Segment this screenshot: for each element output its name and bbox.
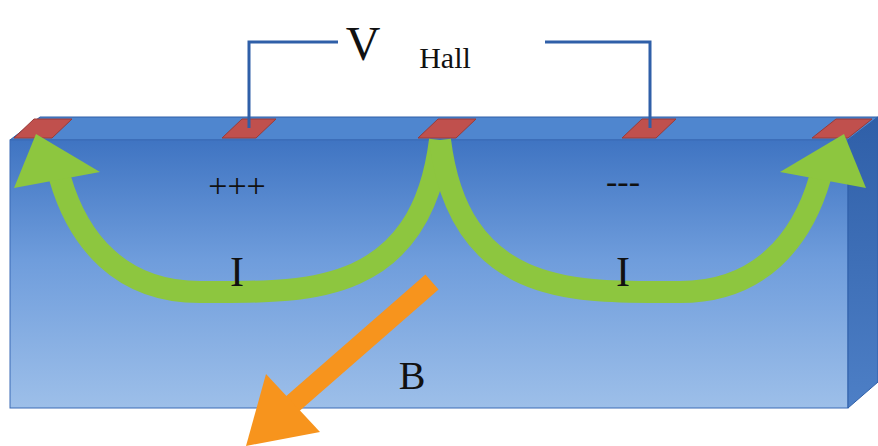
contact-pads [14, 119, 872, 138]
charge-sign: --- [606, 165, 640, 199]
hall-wire [249, 42, 338, 128]
voltage-symbol: V [346, 20, 381, 68]
contact-pad [14, 119, 72, 138]
contact-pad [418, 119, 476, 138]
current-arrow [440, 140, 820, 292]
current-arrowhead [14, 134, 100, 188]
voltage-subscript: Hall [419, 43, 471, 73]
current-arrowhead [780, 134, 866, 188]
current-arrows [60, 140, 820, 292]
current-label: I [616, 251, 630, 293]
bar-top-face [10, 117, 878, 140]
charge-sign: +++ [208, 169, 266, 203]
current-label: I [230, 251, 244, 293]
bar-front-face [10, 140, 848, 408]
current-arrow [60, 140, 440, 292]
field-arrowhead [246, 374, 320, 446]
contact-pad [812, 119, 872, 138]
field-label: B [399, 356, 426, 396]
hall-wire [545, 42, 650, 128]
field-arrow [290, 282, 432, 406]
